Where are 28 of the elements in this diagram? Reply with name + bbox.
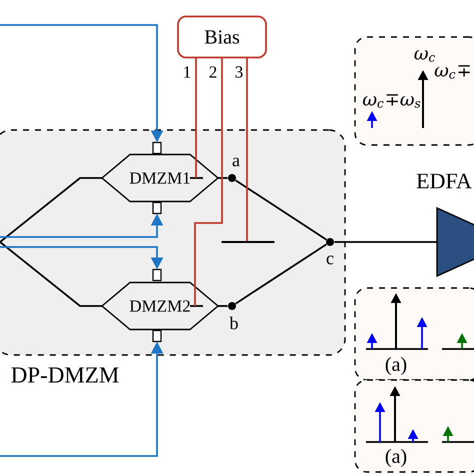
box-title: DP-DMZM — [11, 367, 119, 383]
pin-number: 1 — [184, 66, 190, 78]
point-label: c — [326, 256, 334, 264]
pin-number: 2 — [210, 66, 216, 78]
waveguide — [235, 180, 327, 240]
bias-box: Bias — [177, 16, 267, 58]
electrode — [152, 202, 162, 214]
frequency-label: ω$_{c}$∓ — [434, 65, 470, 79]
bias-line — [246, 58, 248, 241]
electrode — [152, 142, 162, 154]
panel-label: (a) — [386, 448, 406, 468]
frequency-label: ω$_{c}$∓ω$_{s}$ — [362, 94, 420, 108]
waveguide — [218, 177, 228, 179]
pin-number: 3 — [236, 66, 243, 78]
point-label: a — [232, 158, 240, 166]
bias-line — [194, 58, 223, 306]
waveguide — [218, 305, 228, 307]
bias-line — [195, 58, 197, 178]
waveguide — [0, 177, 102, 243]
electrode — [152, 330, 162, 342]
waveguide — [235, 244, 327, 304]
panel-label: (a) — [386, 356, 406, 376]
amplifier-label: EDFA — [416, 174, 472, 188]
frequency-label: ω$_{c}$ — [414, 50, 435, 62]
point-label: b — [230, 316, 238, 330]
electrode — [152, 268, 162, 282]
waveguide — [0, 241, 102, 307]
waveguide — [334, 241, 438, 243]
